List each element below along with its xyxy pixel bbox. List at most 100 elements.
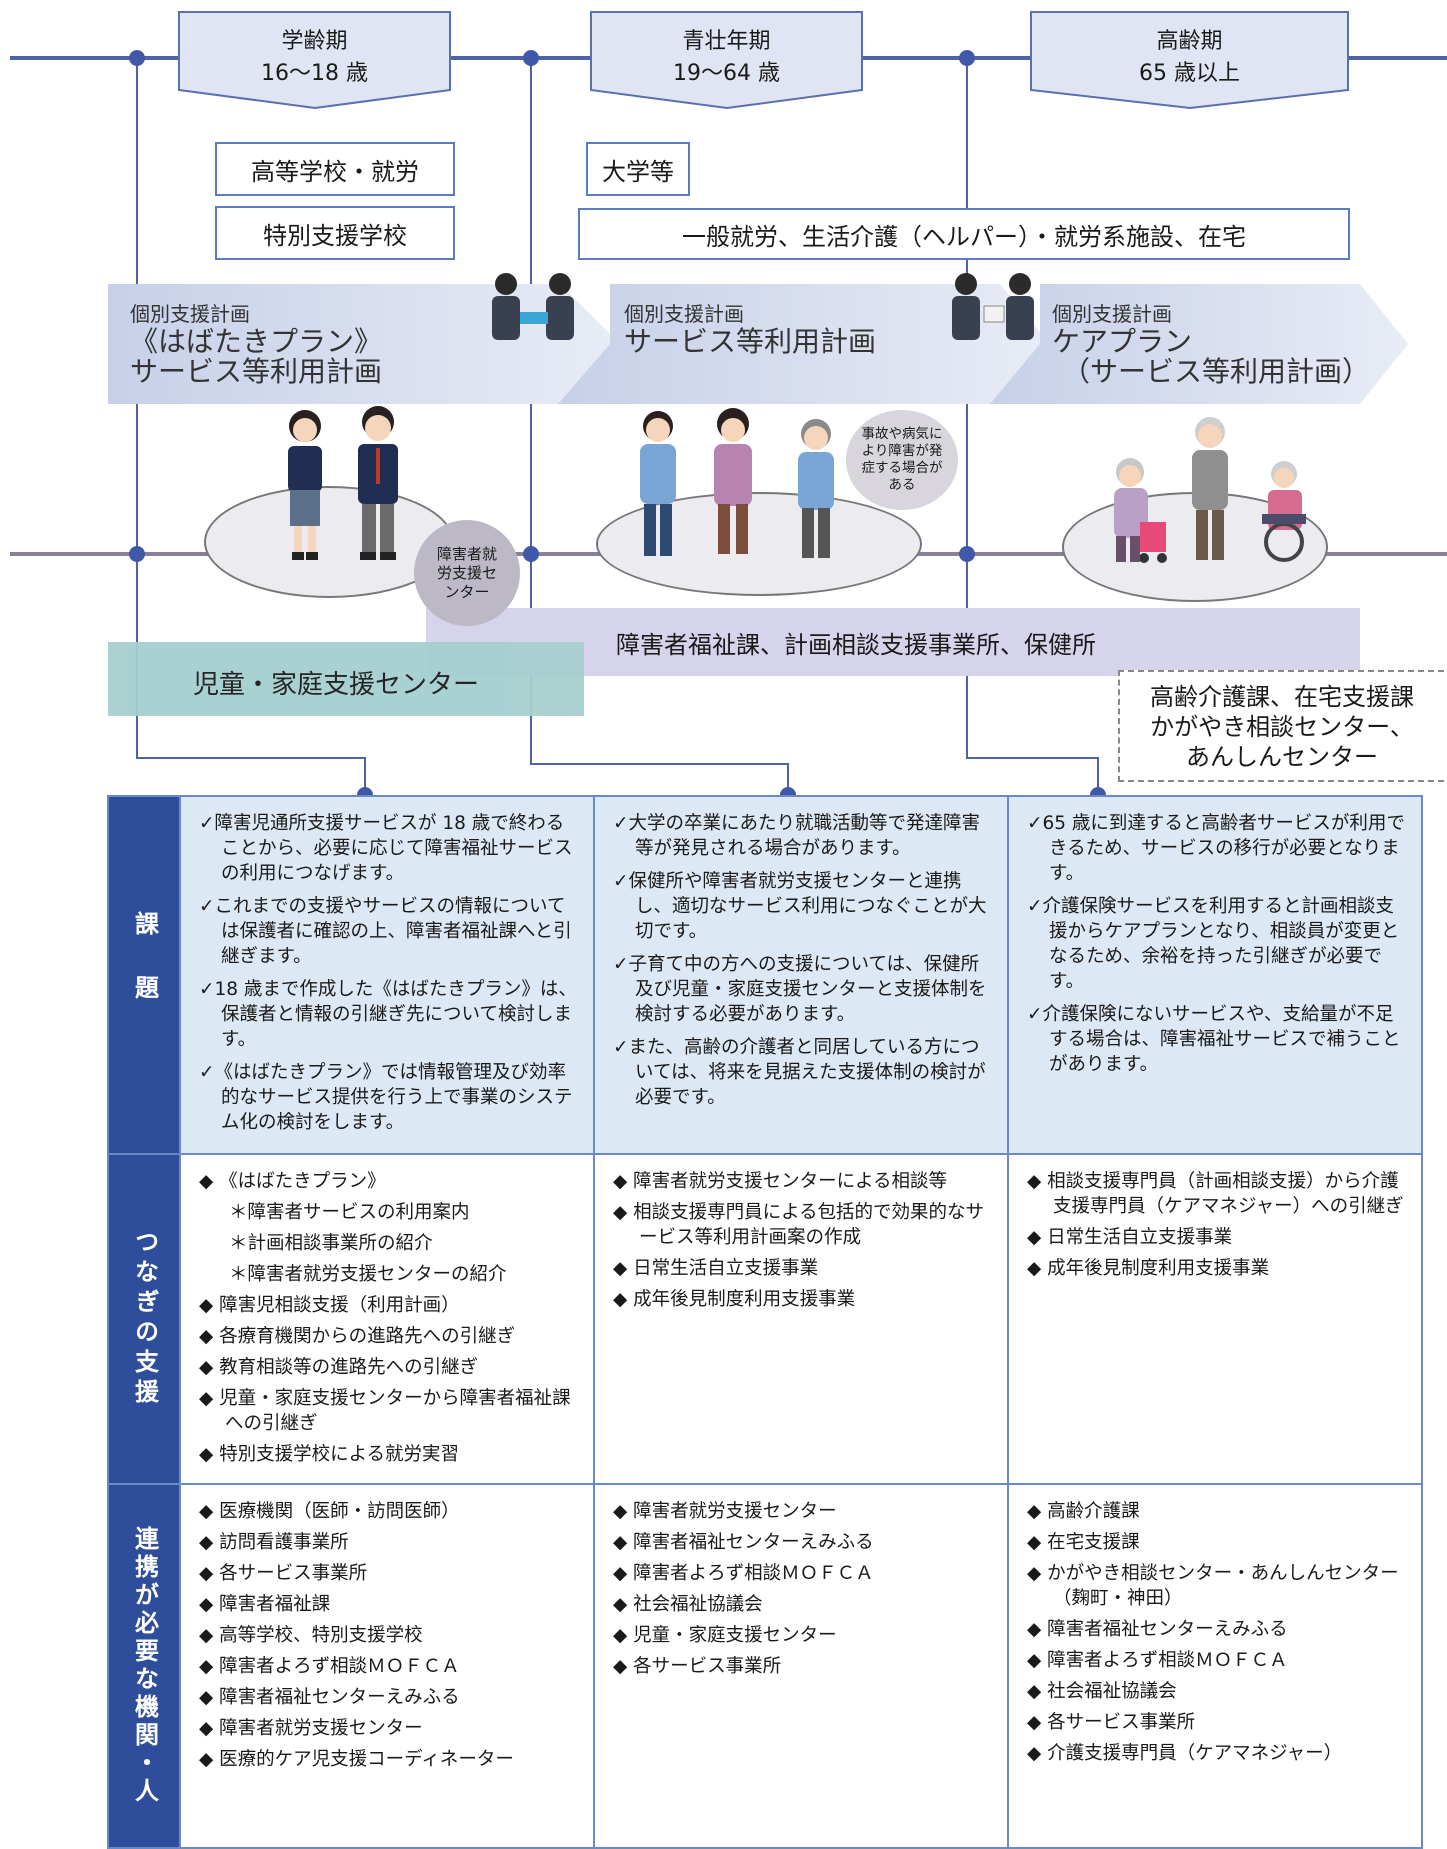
issue-item: ✓65 歳に到達すると高齢者サービスが利用できるため、サービスの移行が必要となり… [1027,813,1405,884]
plan-1: 個別支援計画 《はばたきプラン》 サービス等利用計画 [130,298,382,387]
partner-item: ◆ 障害者就労支援センター [199,1718,423,1739]
issue-item: ✓これまでの支援やサービスの情報については保護者に確認の上、障害者福祉課へと引継… [199,896,572,967]
row-header-issues: 課題 [107,795,181,1155]
plan-3-title: ケアプラン [1052,325,1193,358]
issue-item: ✓《はばたきプラン》では情報管理及び効率的なサービス提供を行う上で事業のシステム… [199,1062,573,1133]
partner-item: ◆ 障害者福祉センターえみふる [199,1687,460,1708]
plan-1-subtitle: サービス等利用計画 [130,355,383,388]
partner-item: ◆ 障害者よろず相談ＭＯＦＣＡ [1027,1650,1288,1671]
partner-item: ◆ 高等学校、特別支援学校 [199,1625,423,1646]
plan-1-title: 《はばたきプラン》 [130,325,383,358]
support-item: ◆ 相談支援専門員による包括的で効果的なサービス等利用計画案の作成 [613,1202,985,1248]
row-header-issues-text: 課題 [130,911,159,1039]
support-subitem: ＊計画相談事業所の紹介 [229,1233,433,1254]
child-band-text: 児童・家庭支援センター [193,670,480,700]
partner-item: ◆ 障害者福祉センターえみふる [1027,1619,1288,1640]
support-item: ◆ 各療育機関からの進路先への引継ぎ [199,1326,516,1347]
partner-item: ◆ かがやき相談センター・あんしんセンター（麹町・神田） [1027,1563,1399,1609]
partner-item: ◆ 在宅支援課 [1027,1532,1140,1553]
plan-3: 個別支援計画 ケアプラン （サービス等利用計画） [1052,298,1370,387]
partners-row: 連携が必要な機関・人 ◆ 医療機関（医師・訪問医師） ◆ 訪問看護事業所 ◆ 各… [107,1483,1423,1849]
support-item: ◆ 教育相談等の進路先への引継ぎ [199,1357,479,1378]
plan-3-label: 個別支援計画 [1052,302,1172,326]
handover-illustration-2 [952,273,1034,340]
support-item: ◆ 障害者就労支援センターによる相談等 [613,1171,948,1192]
plan-3-subtitle: （サービス等利用計画） [1062,355,1371,388]
partner-item: ◆ 障害者よろず相談ＭＯＦＣＡ [613,1563,874,1584]
issues-row: 課題 ✓障害児通所支援サービスが 18 歳で終わることから、必要に応じて障害福祉… [107,795,1423,1155]
partner-item: ◆ 各サービス事業所 [199,1563,368,1584]
support-item: ◆ 相談支援専門員（計画相談支援）から介護支援専門員（ケアマネジャー）への引継ぎ [1027,1171,1404,1217]
partner-item: ◆ 児童・家庭支援センター [613,1625,837,1646]
special-school-box: 特別支援学校 [215,206,455,260]
stage-elderly-name: 高齢期 [1156,29,1223,54]
stage-elderly: 高齢期 65 歳以上 [1031,26,1348,90]
partner-item: ◆ 医療的ケア児支援コーディネーター [199,1749,514,1770]
support-row: つなぎの支援 ◆ 《はばたきプラン》 ＊障害者サービスの利用案内 ＊計画相談事業… [107,1153,1423,1485]
partners-col-2: ◆ 障害者就労支援センター ◆ 障害者福祉センターえみふる ◆ 障害者よろず相談… [593,1483,1009,1849]
partner-item: ◆ 医療機関（医師・訪問医師） [199,1501,460,1522]
issue-item: ✓また、高齢の介護者と同居している方については、将来を見据えた支援体制の検討が必… [613,1037,986,1108]
elderly-band: 高齢介護課、在宅支援課 かがやき相談センター、 あんしんセンター [1118,670,1444,782]
support-subitem: ＊障害者サービスの利用案内 [229,1202,470,1223]
issue-item: ✓18 歳まで作成した《はばたきプラン》は、保護者と情報の引継ぎ先について検討し… [199,979,577,1050]
partner-item: ◆ 社会福祉協議会 [1027,1681,1177,1702]
employment-center-circle: 障害者就労支援センター [414,520,520,626]
partner-item: ◆ 障害者福祉センターえみふる [613,1532,874,1553]
university-box: 大学等 [586,142,690,196]
child-band: 児童・家庭支援センター [108,642,584,716]
accident-note-text: 事故や病気により障害が発症する場合がある [861,426,943,493]
work-box: 一般就労、生活介護（ヘルパー）・就労系施設、在宅 [578,208,1350,260]
stage-school-name: 学齢期 [281,29,348,54]
support-col-1: ◆ 《はばたきプラン》 ＊障害者サービスの利用案内 ＊計画相談事業所の紹介 ＊障… [179,1153,595,1485]
issues-col-2: ✓大学の卒業にあたり就職活動等で発達障害等が発見される場合があります。 ✓保健所… [593,795,1009,1155]
employment-center-text: 障害者就労支援センター [436,544,497,601]
support-item: ◆ 日常生活自立支援事業 [1027,1227,1233,1248]
support-item: ◆ 特別支援学校による就労実習 [199,1444,460,1465]
support-item: ◆ 児童・家庭支援センターから障害者福祉課への引継ぎ [199,1388,571,1434]
students-illustration [288,406,398,560]
stage-adult-age: 19〜64 歳 [673,61,780,86]
high-school-box: 高等学校・就労 [215,142,455,196]
partner-item: ◆ 各サービス事業所 [1027,1712,1196,1733]
elderly-band-line-3: あんしんセンター [1186,743,1378,771]
issue-item: ✓障害児通所支援サービスが 18 歳で終わることから、必要に応じて障害福祉サービ… [199,813,573,884]
issue-item: ✓保健所や障害者就労支援センターと連携し、適切なサービス利用につなぐことが大切で… [613,871,987,942]
partner-item: ◆ 介護支援専門員（ケアマネジャー） [1027,1743,1343,1764]
plan-2: 個別支援計画 サービス等利用計画 [624,298,876,357]
partner-item: ◆ 高齢介護課 [1027,1501,1140,1522]
accident-note: 事故や病気により障害が発症する場合がある [846,410,958,510]
issue-item: ✓介護保険にないサービスや、支給量が不足する場合は、障害福祉サービスで補うことが… [1027,1004,1401,1075]
issue-item: ✓大学の卒業にあたり就職活動等で発達障害等が発見される場合があります。 [613,813,981,859]
partner-item: ◆ 障害者よろず相談ＭＯＦＣＡ [199,1656,460,1677]
stage-adult: 青壮年期 19〜64 歳 [591,26,862,90]
support-item: ◆ 《はばたきプラン》 [199,1171,386,1192]
partner-item: ◆ 社会福祉協議会 [613,1594,763,1615]
partner-item: ◆ 訪問看護事業所 [199,1532,349,1553]
row-header-support-text: つなぎの支援 [130,1229,159,1409]
elderly-illustration [1114,417,1306,563]
issue-item: ✓介護保険サービスを利用すると計画相談支援からケアプランとなり、相談員が変更とな… [1027,896,1400,992]
partner-item: ◆ 障害者福祉課 [199,1594,331,1615]
support-col-3: ◆ 相談支援専門員（計画相談支援）から介護支援専門員（ケアマネジャー）への引継ぎ… [1007,1153,1423,1485]
row-header-partners: 連携が必要な機関・人 [107,1483,181,1849]
elderly-band-line-1: 高齢介護課、在宅支援課 [1150,683,1414,711]
support-subitem: ＊障害者就労支援センターの紹介 [229,1264,507,1285]
plan-1-label: 個別支援計画 [130,302,250,326]
handover-illustration-1 [492,273,574,340]
partner-item: ◆ 各サービス事業所 [613,1656,782,1677]
welfare-band-text: 障害者福祉課、計画相談支援事業所、保健所 [616,631,1096,659]
stage-elderly-age: 65 歳以上 [1139,61,1240,86]
plan-2-label: 個別支援計画 [624,302,744,326]
stage-adult-name: 青壮年期 [682,29,771,54]
issues-col-1: ✓障害児通所支援サービスが 18 歳で終わることから、必要に応じて障害福祉サービ… [179,795,595,1155]
stage-school: 学齢期 16〜18 歳 [179,26,450,90]
issue-item: ✓子育て中の方への支援については、保健所及び児童・家庭支援センターと支援体制を検… [613,954,987,1025]
support-item: ◆ 日常生活自立支援事業 [613,1258,819,1279]
stage-school-age: 16〜18 歳 [261,61,368,86]
support-item: ◆ 成年後見制度利用支援事業 [1027,1258,1270,1279]
elderly-band-line-2: かがやき相談センター、 [1150,713,1414,741]
partners-col-3: ◆ 高齢介護課 ◆ 在宅支援課 ◆ かがやき相談センター・あんしんセンター（麹町… [1007,1483,1423,1849]
stage-shapes [178,11,1349,110]
partner-item: ◆ 障害者就労支援センター [613,1501,837,1522]
